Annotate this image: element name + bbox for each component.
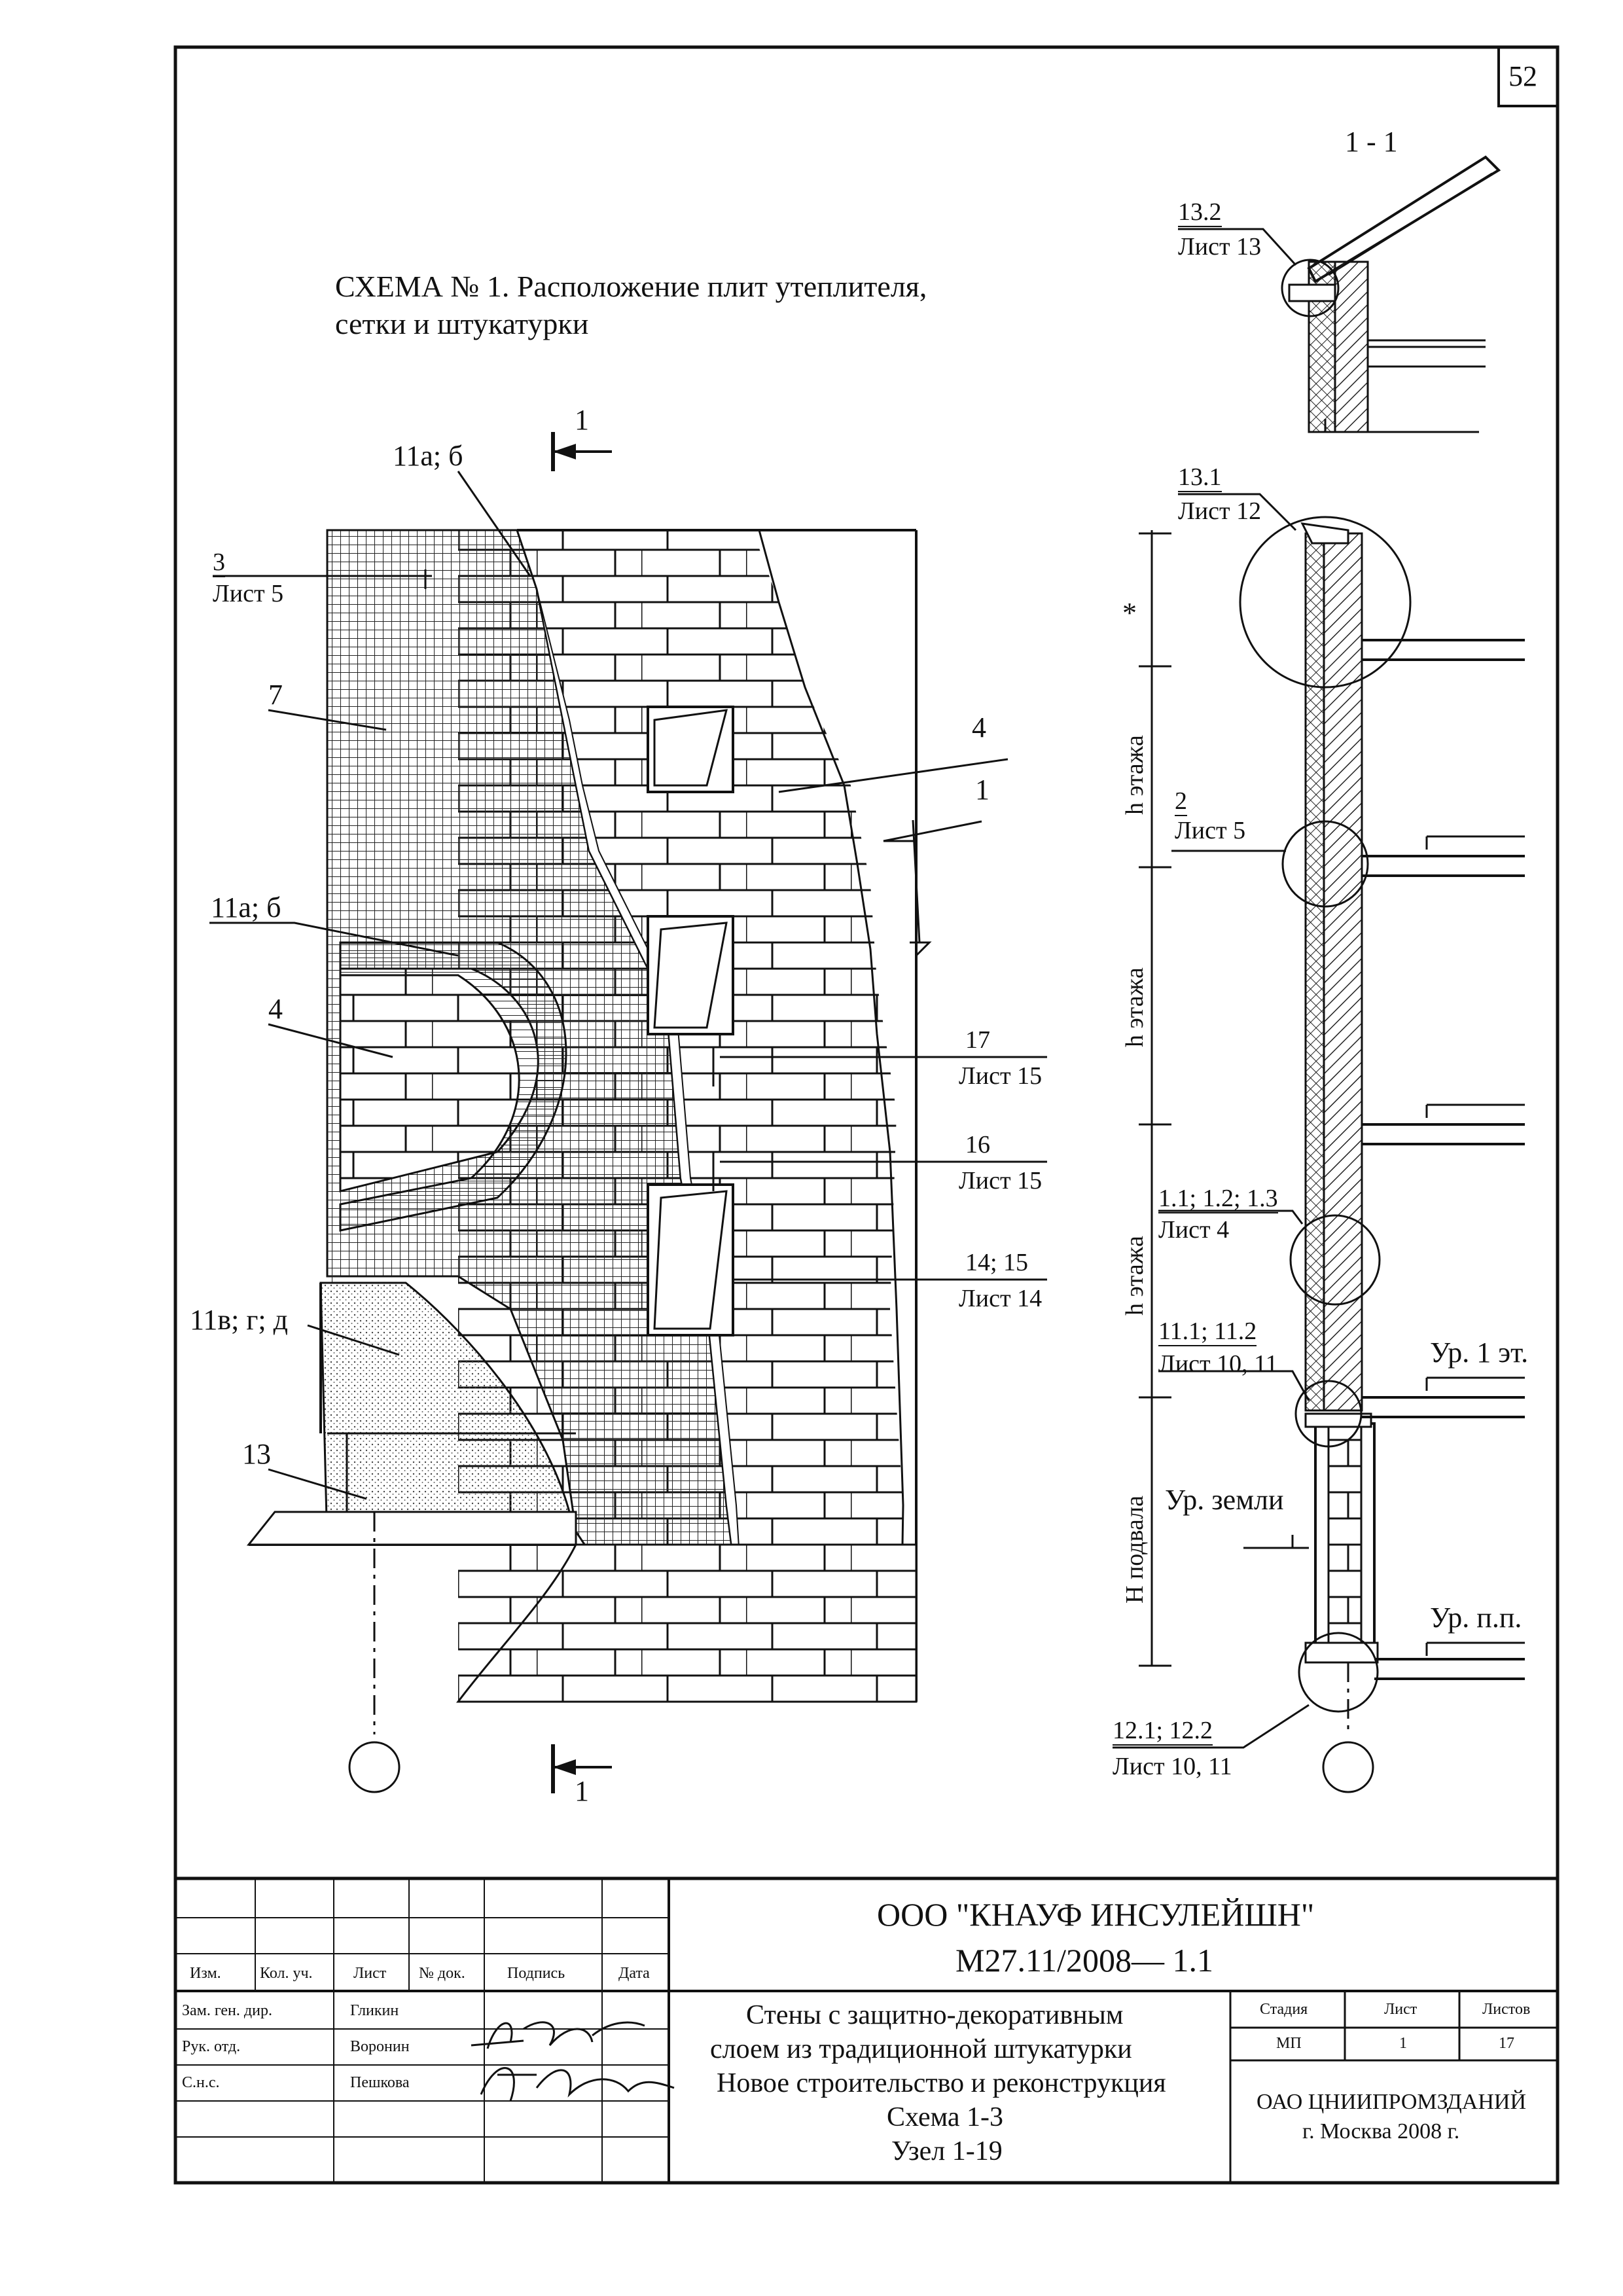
axis-bubble-section [1322,1741,1374,1793]
title-block [173,1876,1560,2185]
section-cut-mark-top: 1 [575,404,589,436]
callout-14-15-sheet: Лист 14 [959,1285,1043,1312]
stamp-name-1: Гликин [350,2002,399,2019]
dimension-chain [1139,530,1171,1667]
window-2 [647,915,734,1035]
roof-detail [1281,155,1501,433]
callout-3-sheet: Лист 5 [213,580,284,607]
callout-14-15: 14; 15 [965,1249,1029,1276]
dim-floor-height-2: h этажа [1121,967,1149,1047]
callout-2: 2 [1175,787,1187,816]
callout-12-1: 12.1; 12.2 [1113,1717,1213,1746]
stamp-head-date: Дата [618,1965,650,1982]
callout-11ab-mid: 11а; б [211,891,281,924]
stamp-role-3: С.н.с. [182,2074,220,2091]
stamp-document-code: М27.11/2008— 1.1 [955,1942,1213,1979]
callout-13-1-sheet: Лист 12 [1178,497,1262,525]
stamp-stage-head: Стадия [1260,2001,1308,2018]
stamp-role-2: Рук. отд. [182,2038,241,2055]
section-cut-mark-bottom: 1 [575,1775,589,1807]
facade-drawing [209,432,1047,1793]
callout-17: 17 [965,1026,990,1054]
callout-4-right: 4 [972,711,986,744]
stamp-name-3: Пешкова [350,2074,410,2091]
callout-7: 7 [268,679,283,711]
dim-basement-height: H подвала [1121,1496,1149,1604]
signature-voronin [471,2021,645,2049]
section-title: 1 - 1 [1345,126,1398,158]
level-basement-floor: Ур. п.п. [1430,1602,1522,1634]
page-number-box [1497,46,1559,107]
stamp-sheet-number: 1 [1399,2035,1407,2052]
dim-floor-height-3: h этажа [1121,1236,1149,1316]
callout-16: 16 [965,1131,990,1158]
level-ground: Ур. земли [1165,1484,1284,1516]
stamp-desc-line4: Схема 1-3 [887,2102,1004,2132]
section-cut-bottom [551,1744,612,1793]
dim-star: * [1122,597,1137,629]
stamp-head-docno: № док. [419,1965,465,1982]
callout-13-2: 13.2 [1178,198,1222,227]
stamp-head-sheet: Лист [353,1965,387,1982]
window-1 [647,706,734,793]
section-drawing [1113,155,1525,1793]
level-markers [1243,835,1525,1656]
stamp-head-change: Изм. [190,1965,221,1982]
level-first-floor: Ур. 1 эт. [1430,1336,1529,1369]
stamp-sheets-head: Листов [1482,2001,1531,2018]
callout-11ab-top: 11а; б [393,440,463,472]
schema-title-line2: сетки и штукатурки [335,307,589,340]
callout-11-1: 11.1; 11.2 [1158,1318,1257,1346]
stamp-desc-line5: Узел 1-19 [891,2136,1003,2166]
callout-17-sheet: Лист 15 [959,1062,1043,1090]
section-leaders [1113,228,1310,1749]
callout-13: 13 [242,1438,271,1470]
window-3 [647,1183,734,1336]
section-callout-circles [1239,516,1412,1713]
callout-1-1-sheet: Лист 4 [1158,1216,1230,1244]
callout-13-1: 13.1 [1178,463,1222,492]
floor-slabs [1362,639,1525,1680]
stamp-institute-city: г. Москва 2008 г. [1302,2119,1460,2144]
stamp-organization: ООО "КНАУФ ИНСУЛЕЙШН" [877,1896,1315,1933]
callout-11-1-sheet: Лист 10, 11 [1158,1350,1278,1378]
stamp-institute: ОАО ЦНИИПРОМЗДАНИЙ [1257,2090,1527,2114]
section-cut-top [551,432,612,471]
stamp-sheet-head: Лист [1384,2001,1418,2018]
stamp-desc-line1: Стены с защитно-декоративным [746,2000,1124,2030]
callout-1: 1 [975,774,990,806]
callout-11vgd: 11в; г; д [190,1304,289,1336]
stamp-desc-line3: Новое строительство и реконструкция [717,2068,1166,2098]
stamp-sheets-total: 17 [1499,2035,1514,2052]
facade-leaders [209,471,1047,1500]
callout-13-2-sheet: Лист 13 [1178,233,1262,260]
callout-12-1-sheet: Лист 10, 11 [1113,1753,1232,1780]
callout-2-sheet: Лист 5 [1175,817,1246,844]
stamp-name-2: Воронин [350,2038,410,2055]
stamp-stage: МП [1276,2035,1302,2052]
callout-16-sheet: Лист 15 [959,1167,1043,1194]
stamp-desc-line2: слоем из традиционной штукатурки [710,2034,1132,2064]
stamp-role-1: Зам. ген. дир. [182,2002,272,2019]
callout-4-left: 4 [268,993,283,1025]
signature-peshkova [480,2067,675,2102]
callout-1-1: 1.1; 1.2; 1.3 [1158,1185,1278,1213]
stamp-head-signature: Подпись [507,1965,565,1982]
dim-floor-height-1: h этажа [1121,735,1149,815]
page-number: 52 [1508,60,1537,92]
schema-title-line1: СХЕМА № 1. Расположение плит утеплителя, [335,270,927,303]
stamp-head-count: Кол. уч. [260,1965,313,1982]
callout-3: 3 [213,548,225,577]
axis-bubble-facade [348,1741,401,1793]
